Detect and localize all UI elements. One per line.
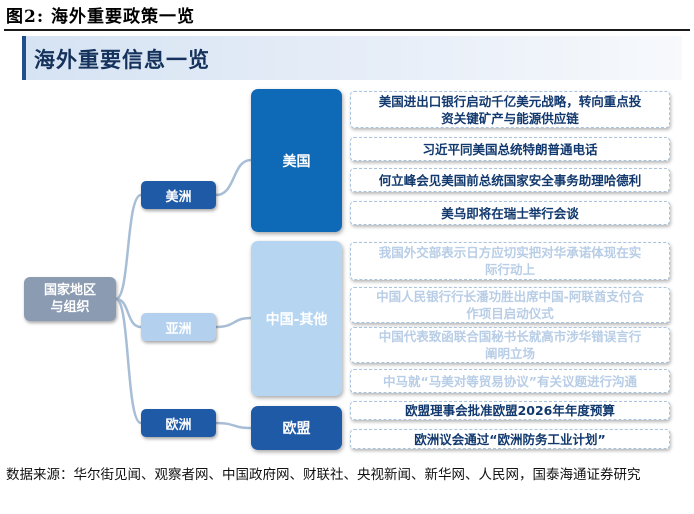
banner [22, 36, 682, 80]
item-us-1-line1: 美国进出口银行启动千亿美元战略，转向重点投 [378, 93, 642, 109]
entity-china-other: 中国-其他 [251, 241, 342, 396]
region-americas: 美洲 [141, 181, 216, 209]
item-us-2: 习近平同美国总统特朗普通电话 [350, 137, 670, 161]
banner-title: 海外重要信息一览 [34, 48, 210, 72]
connector-europe-eu [215, 421, 252, 430]
entity-eu: 欧盟 [251, 406, 342, 450]
region-asia: 亚洲 [141, 313, 216, 341]
data-source-note: 数据来源：华尔街见闻、观察者网、中国政府网、财联社、央视新闻、新华网、人民网，国… [6, 467, 641, 483]
connector-americas-us [215, 158, 252, 197]
figure-title: 图2: 海外重要政策一览 [6, 7, 196, 27]
title-rule [4, 29, 690, 31]
item-cn-3-line2: 阐明立场 [484, 346, 535, 361]
item-us-1: 美国进出口银行启动千亿美元战略，转向重点投资关键矿产与能源供应链 [350, 91, 670, 128]
item-us-3: 何立峰会见美国前总统国家安全事务助理哈德利 [350, 168, 670, 192]
root-label-line1: 国家地区 [43, 283, 96, 298]
item-cn-2-line2: 作项目启动仪式 [466, 306, 554, 321]
banner-accent [22, 36, 26, 80]
item-eu-1: 欧盟理事会批准欧盟2026年年度预算 [350, 401, 670, 420]
root-label-line2: 与组织 [50, 300, 90, 315]
item-cn-1-line1: 我国外交部表示日方应切实把对华承诺体现在实 [378, 245, 642, 260]
item-eu-2: 欧洲议会通过“欧洲防务工业计划” [350, 429, 670, 449]
item-cn-3: 中国代表致函联合国秘书长就高市涉华错误言行阐明立场 [350, 327, 670, 363]
item-cn-4: 中马就“马美对等贸易协议”有关议题进行沟通 [350, 369, 670, 393]
item-cn-2: 中国人民银行行长潘功胜出席中国-阿联酋支付合作项目启动仪式 [350, 287, 670, 323]
entity-us: 美国 [251, 89, 342, 232]
connector-root-americas [115, 193, 142, 301]
connector-root-europe [115, 297, 142, 425]
item-cn-1: 我国外交部表示日方应切实把对华承诺体现在实际行动上 [350, 242, 670, 280]
region-europe: 欧洲 [141, 409, 216, 437]
item-cn-1-line2: 际行动上 [484, 262, 535, 277]
item-us-4: 美乌即将在瑞士举行会谈 [350, 201, 670, 225]
connector-asia-cn [215, 316, 252, 329]
root-node: 国家地区 与组织 [24, 277, 116, 321]
item-us-1-line2: 资关键矿产与能源供应链 [441, 110, 579, 126]
item-cn-3-line1: 中国代表致函联合国秘书长就高市涉华错误言行 [378, 329, 642, 344]
item-cn-2-line1: 中国人民银行行长潘功胜出席中国-阿联酋支付合 [376, 289, 644, 304]
